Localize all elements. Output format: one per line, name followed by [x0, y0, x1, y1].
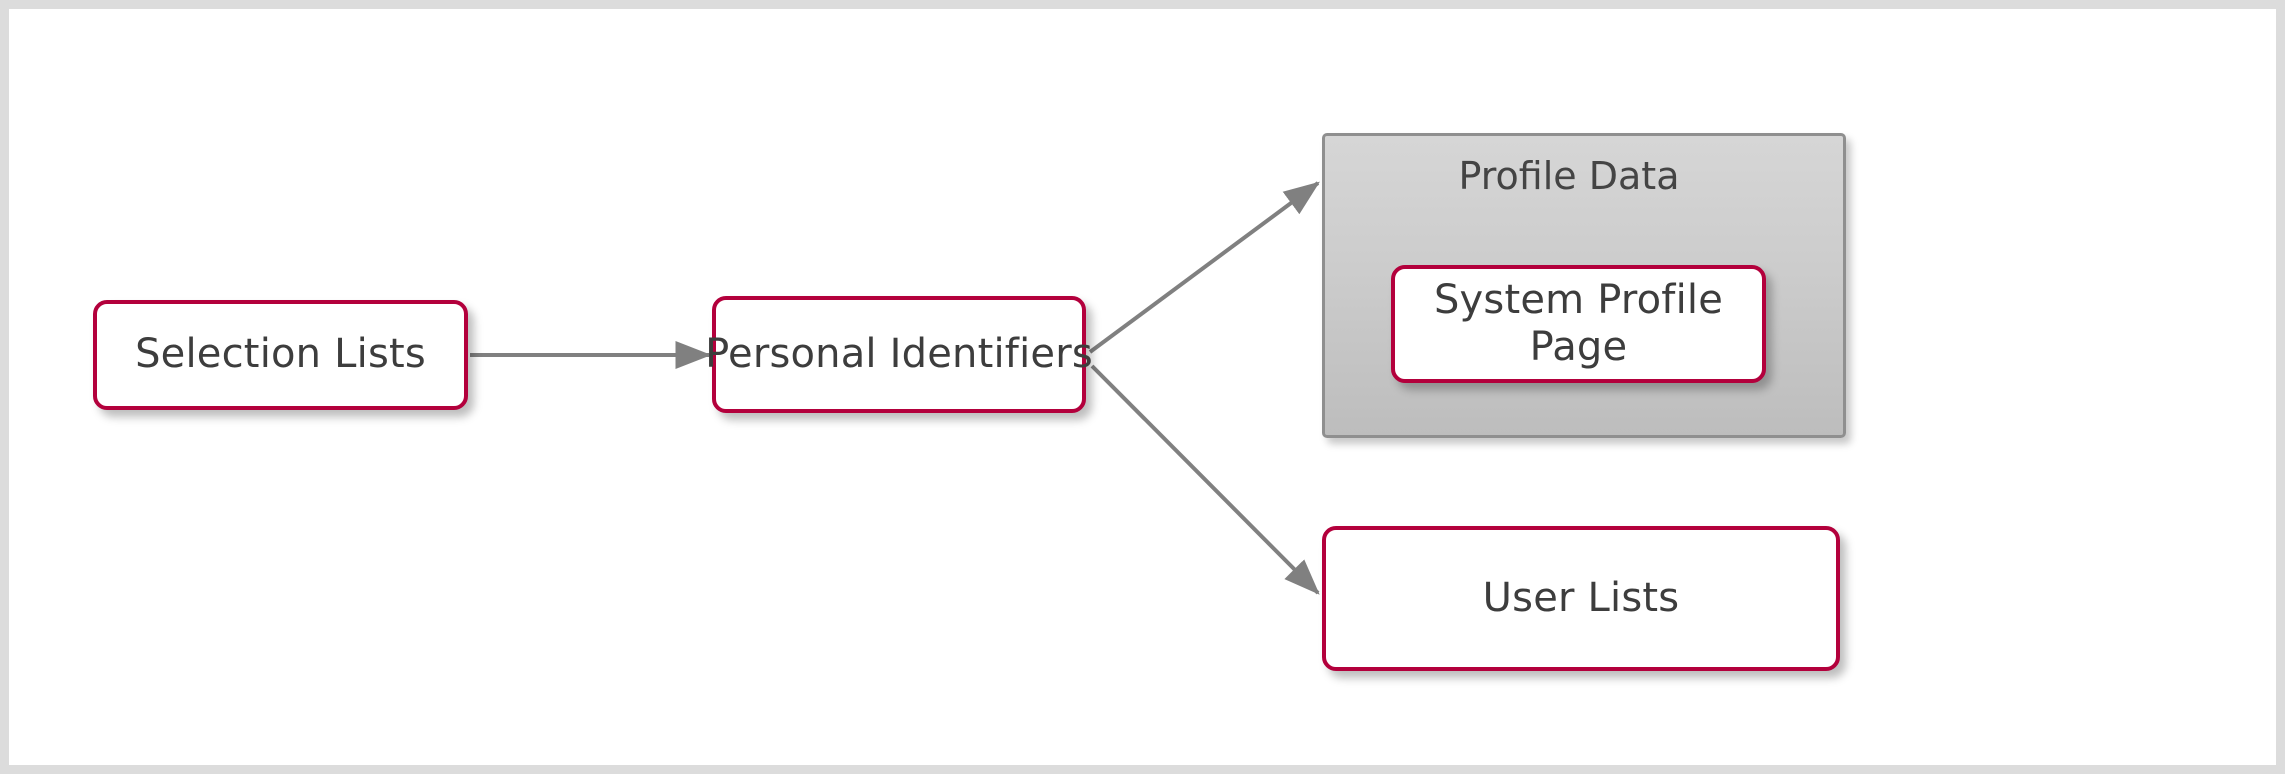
node-selection-lists[interactable]: Selection Lists — [93, 300, 468, 410]
node-personal-identifiers-label: Personal Identifiers — [705, 330, 1093, 377]
node-personal-identifiers[interactable]: Personal Identifiers — [705, 296, 1093, 413]
node-selection-lists-label: Selection Lists — [135, 331, 426, 378]
node-user-lists[interactable]: User Lists — [1322, 526, 1840, 671]
group-profile-data-label: Profile Data — [1458, 154, 1680, 198]
edge-personal-to-profile — [1088, 181, 1320, 354]
node-system-profile-page[interactable]: System Profile Page — [1391, 265, 1766, 383]
node-system-profile-page-label: System Profile Page — [1433, 276, 1724, 370]
node-user-lists-label: User Lists — [1482, 574, 1680, 621]
edge-personal-to-user-lists — [1090, 364, 1320, 595]
group-profile-data[interactable]: Profile Data System Profile Page — [1322, 133, 1846, 438]
